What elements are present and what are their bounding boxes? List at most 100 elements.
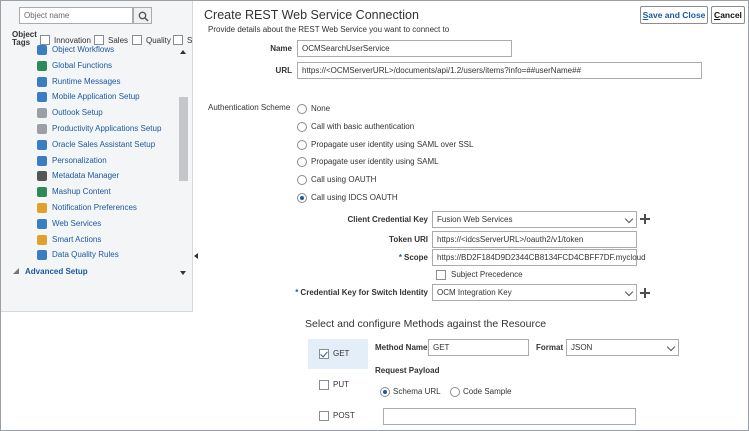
nav-item-label: Web Services xyxy=(52,218,102,228)
auth-radio-label: Call with basic authentication xyxy=(311,121,415,131)
url-input[interactable]: https://<OCMServerURL>/documents/api/1.2… xyxy=(297,62,702,79)
nav-item-label: Oracle Sales Assistant Setup xyxy=(52,139,156,149)
format-select[interactable]: JSON xyxy=(566,339,679,356)
object-search-input[interactable] xyxy=(19,7,133,24)
tag-sales[interactable]: Sales xyxy=(94,35,128,46)
nav-item-label: Mobile Application Setup xyxy=(52,92,140,102)
web-services-icon xyxy=(37,218,47,229)
mobile-icon xyxy=(37,92,47,103)
method-tab-get[interactable]: GET xyxy=(308,339,368,369)
auth-radio-label: Call using OAUTH xyxy=(311,175,377,185)
code-sample-label: Code Sample xyxy=(463,387,512,396)
nav-scrollbar-thumb[interactable] xyxy=(179,97,188,181)
chevron-down-icon xyxy=(624,287,634,297)
auth-radio[interactable] xyxy=(297,121,307,132)
left-panel: Object Tags Innovation Sales Quality S O… xyxy=(1,1,193,312)
method-label-get: GET xyxy=(333,349,350,358)
nav-item-label: Outlook Setup xyxy=(52,108,103,118)
notification-icon xyxy=(37,203,47,213)
metadata-icon xyxy=(37,171,47,182)
subject-precedence-checkbox[interactable] xyxy=(436,270,446,280)
chevron-down-icon xyxy=(624,214,634,224)
nav-item-label: Productivity Applications Setup xyxy=(52,124,162,133)
switch-identity-select[interactable]: OCM Integration Key xyxy=(432,284,637,301)
tag-checkbox[interactable] xyxy=(94,35,104,45)
auth-radio-label: Call using IDCS OAUTH xyxy=(311,193,398,202)
scroll-down-arrow-icon[interactable] xyxy=(180,271,186,275)
auth-radio[interactable] xyxy=(297,193,307,203)
auth-radio[interactable] xyxy=(297,139,307,150)
subject-precedence-label: Subject Precedence xyxy=(451,270,523,279)
add-switch-identity-plus-icon[interactable] xyxy=(640,288,650,298)
data-quality-icon xyxy=(37,250,47,261)
schema-url-input[interactable] xyxy=(383,408,636,425)
add-credential-plus-icon[interactable] xyxy=(640,214,650,224)
object-tags-label: Object Tags xyxy=(12,30,37,47)
outlook-icon xyxy=(37,108,47,119)
schema-url-radio[interactable] xyxy=(380,387,390,397)
auth-radio[interactable] xyxy=(297,104,307,114)
method-tab-post[interactable]: POST xyxy=(308,401,368,431)
method-checkbox-get[interactable] xyxy=(319,349,329,359)
auth-radio-label: Propagate user identity using SAML xyxy=(311,157,439,167)
scope-input[interactable]: https://BD2F184D9D2344CB8134FCD4CBFF7DF.… xyxy=(432,249,646,266)
scope-label: *Scope xyxy=(398,253,428,262)
code-sample-radio[interactable] xyxy=(450,387,460,397)
save-and-close-button[interactable]: Save and Close xyxy=(640,6,708,24)
nav-item-label: Metadata Manager xyxy=(52,171,120,181)
chevron-down-icon xyxy=(666,342,676,352)
panel-collapse-handle-icon[interactable] xyxy=(193,250,199,262)
client-credential-key-label: Client Credential Key xyxy=(347,215,428,224)
request-payload-label: Request Payload xyxy=(375,366,440,375)
auth-scheme-label: Authentication Scheme xyxy=(208,103,291,112)
method-checkbox-post[interactable] xyxy=(319,411,329,421)
url-label: URL xyxy=(275,66,292,75)
method-checkbox-put[interactable] xyxy=(319,380,329,390)
expand-triangle-icon xyxy=(13,268,19,274)
token-uri-label: Token URI xyxy=(389,235,428,244)
name-input[interactable]: OCMSearchUserService xyxy=(297,40,512,57)
method-label-post: POST xyxy=(333,411,355,420)
scroll-up-arrow-icon[interactable] xyxy=(180,50,186,54)
nav-item-label: Personalization xyxy=(52,155,107,165)
smart-actions-icon xyxy=(37,234,47,245)
tag-checkbox[interactable] xyxy=(40,35,50,45)
tag-checkbox[interactable] xyxy=(173,35,183,45)
tag-s[interactable]: S xyxy=(173,35,192,46)
methods-section-title: Select and configure Methods against the… xyxy=(305,318,547,330)
search-button[interactable] xyxy=(133,7,152,24)
auth-radio[interactable] xyxy=(297,175,307,186)
personalization-icon xyxy=(37,155,47,166)
client-credential-key-select[interactable]: Fusion Web Services xyxy=(432,211,637,228)
advanced-setup-header[interactable]: Advanced Setup xyxy=(13,267,88,276)
tag-innovation[interactable]: Innovation xyxy=(40,35,91,46)
nav-item-label: Runtime Messages xyxy=(52,76,121,86)
workflow-icon xyxy=(37,45,47,55)
assistant-icon xyxy=(37,139,47,150)
nav-item-label: Global Functions xyxy=(52,60,113,70)
page-title: Create REST Web Service Connection xyxy=(204,8,419,22)
nav-item-label: Object Workflows xyxy=(52,45,115,54)
search-icon xyxy=(138,11,149,22)
switch-identity-label: *Credential Key for Switch Identity xyxy=(295,288,428,297)
nav-item-label: Notification Preferences xyxy=(52,203,137,212)
auth-radio-label: Propagate user identity using SAML over … xyxy=(311,139,474,149)
name-label: Name xyxy=(270,44,292,53)
auth-radio-label: None xyxy=(311,104,331,113)
format-label: Format xyxy=(536,343,564,352)
method-name-input[interactable]: GET xyxy=(428,339,529,356)
function-icon xyxy=(37,60,47,71)
auth-radio[interactable] xyxy=(297,157,307,168)
tag-quality[interactable]: Quality xyxy=(132,35,171,46)
nav-item-label: Mashup Content xyxy=(52,187,111,197)
mashup-icon xyxy=(37,187,47,198)
message-icon xyxy=(37,76,47,87)
page-subtitle: Provide details about the REST Web Servi… xyxy=(208,25,450,34)
method-tab-put[interactable]: PUT xyxy=(308,370,368,400)
productivity-icon xyxy=(37,124,47,134)
tag-checkbox[interactable] xyxy=(132,35,142,45)
token-uri-input[interactable]: https://<idcsServerURL>/oauth2/v1/token xyxy=(432,231,637,248)
cancel-button[interactable]: Cancel xyxy=(711,6,745,24)
method-label-put: PUT xyxy=(333,380,349,389)
